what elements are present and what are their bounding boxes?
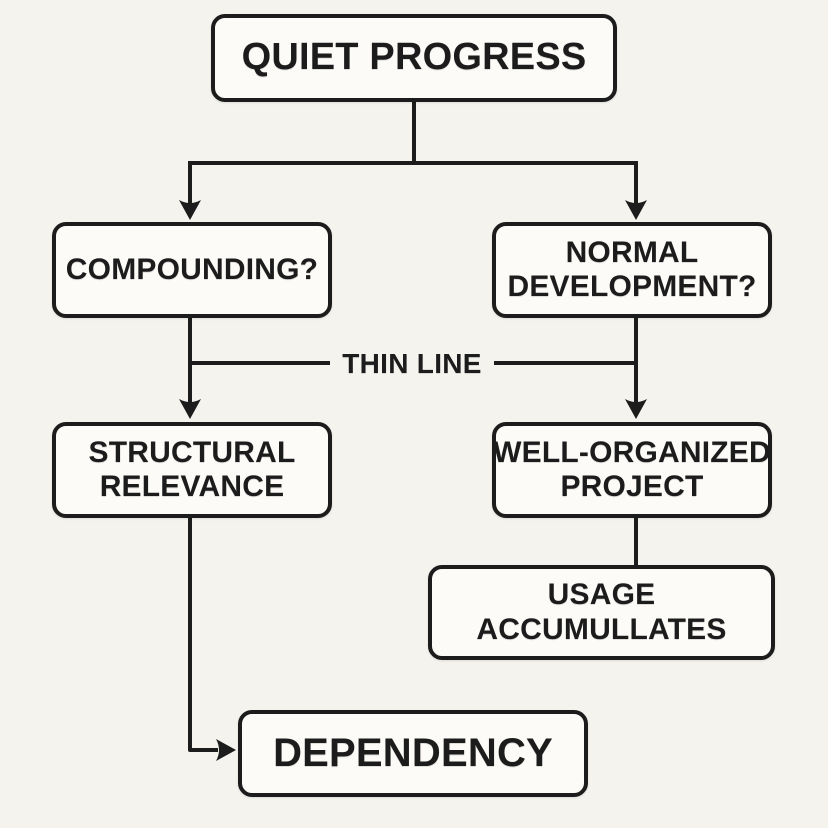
node-usage-accumullates: USAGE ACCUMULLATES [428,565,775,660]
arrowhead-down-compounding [179,200,201,220]
node-normal-development: NORMAL DEVELOPMENT? [492,222,772,318]
node-well-organized-project: WELL-ORGANIZED PROJECT [492,422,772,518]
node-label-line: DEVELOPMENT? [507,270,757,303]
node-label-line: QUIET PROGRESS [241,36,587,79]
node-label-line: NORMAL [565,235,699,269]
node-label-line: DEPENDENCY [273,730,553,775]
edge-label-thin-line: THIN LINE [342,348,482,379]
arrowhead-down-normal-development [625,200,647,220]
arrowhead-right-dependency [216,739,236,761]
node-quiet-progress: QUIET PROGRESS [211,14,617,102]
node-label-line: STRUCTURAL [88,435,296,469]
node-label-line: PROJECT [560,470,704,503]
arrowhead-down-well-organized [625,399,647,419]
node-structural-relevance: STRUCTURAL RELEVANCE [52,422,332,518]
node-compounding: COMPOUNDING? [52,222,332,318]
node-label-line: ACCUMULLATES [476,612,727,646]
node-label-line: USAGE [547,578,656,612]
node-label-line: RELEVANCE [99,470,285,503]
node-dependency: DEPENDENCY [238,710,588,797]
edge-to-dependency [188,516,218,752]
node-label-line: WELL-ORGANIZED [493,435,771,469]
arrowhead-down-structural-relevance [179,399,201,419]
node-label-line: COMPOUNDING? [65,252,319,286]
